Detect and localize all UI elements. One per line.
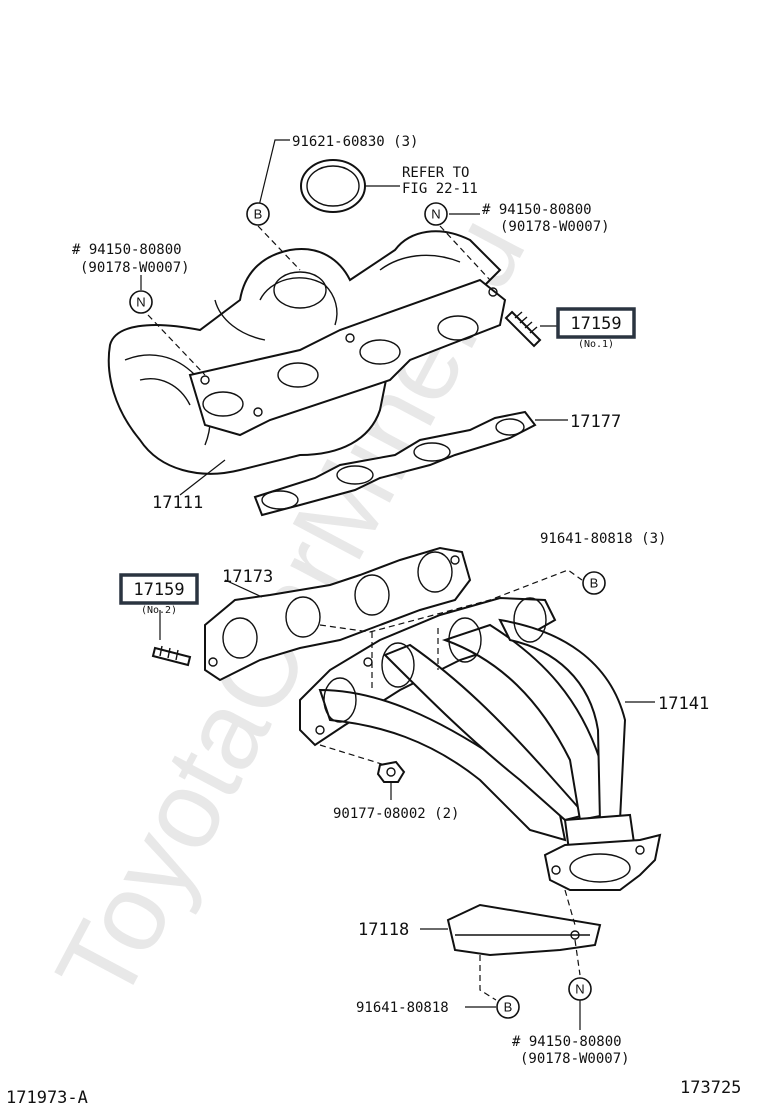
svg-text:17159: 17159	[133, 580, 184, 600]
svg-text:(No.2): (No.2)	[141, 605, 177, 616]
figure-code-left: 171973-A	[6, 1088, 88, 1108]
intake-manifold-drawing	[107, 159, 542, 517]
label-17173: 17173	[222, 567, 273, 587]
svg-text:B: B	[504, 1000, 513, 1015]
label-90178-bottom: (90178-W0007)	[520, 1051, 630, 1067]
n-symbol-left: N	[129, 290, 153, 314]
label-17111: 17111	[152, 493, 203, 513]
b-symbol-top: B	[246, 202, 270, 226]
label-94150-bottom: # 94150-80800	[512, 1034, 622, 1050]
label-90177-08002: 90177-08002 (2)	[333, 806, 459, 822]
svg-text:N: N	[136, 295, 145, 310]
gasket-lower	[204, 546, 472, 682]
n-symbol-right: N	[424, 202, 448, 226]
label-17141: 17141	[658, 694, 709, 714]
exhaust-pipe-drawing	[151, 546, 662, 957]
svg-text:B: B	[254, 207, 263, 222]
svg-text:(No.1): (No.1)	[578, 339, 614, 350]
callout-17159-no2: 17159 (No.2)	[119, 573, 199, 616]
figure-code-right: 173725	[680, 1078, 741, 1098]
b-symbol-bottom: B	[496, 995, 520, 1019]
label-17118: 17118	[358, 920, 409, 940]
label-91641-80818-3: 91641-80818 (3)	[540, 531, 666, 547]
label-91621-60830: 91621-60830 (3)	[292, 134, 418, 150]
b-symbol-mid: B	[582, 571, 606, 595]
svg-text:N: N	[575, 982, 584, 997]
label-90178-right: (90178-W0007)	[500, 219, 610, 235]
svg-text:17159: 17159	[570, 314, 621, 334]
stud-no1-drawing	[504, 310, 542, 348]
gasket-upper	[253, 410, 537, 517]
svg-text:B: B	[590, 576, 599, 591]
stud-no2-drawing	[151, 646, 192, 667]
label-91641-80818: 91641-80818	[356, 1000, 449, 1016]
label-90178-left: (90178-W0007)	[80, 260, 190, 276]
label-94150-left: # 94150-80800	[72, 242, 182, 258]
bracket-drawing	[446, 903, 602, 957]
o-ring	[300, 159, 366, 213]
nut-drawing	[376, 760, 406, 783]
label-refer-to: REFER TO	[402, 165, 469, 181]
callout-17159-no1: 17159 (No.1)	[540, 307, 636, 350]
svg-text:N: N	[431, 207, 440, 222]
n-symbol-bottom: N	[568, 977, 592, 1001]
label-fig-22-11: FIG 22-11	[402, 181, 478, 197]
label-94150-right: # 94150-80800	[482, 202, 592, 218]
label-17177: 17177	[570, 412, 621, 432]
